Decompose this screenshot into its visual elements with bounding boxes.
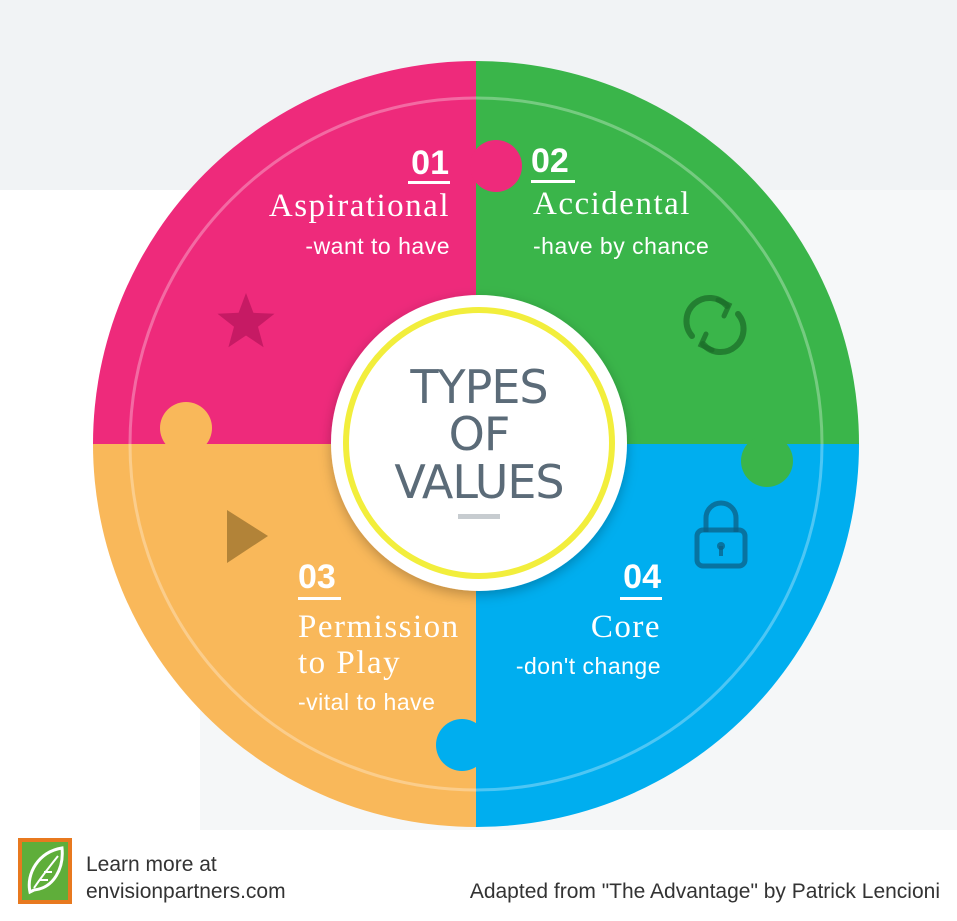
- star-icon: [217, 293, 275, 348]
- center-title-line1: TYPES: [409, 360, 547, 414]
- lock-icon: [694, 500, 748, 569]
- center-badge: TYPES OF VALUES: [331, 295, 627, 591]
- quadrant-number-02: 02: [531, 142, 569, 180]
- number-underline: [620, 597, 662, 600]
- number-underline: [298, 597, 341, 600]
- quadrant-title-permission-line1: Permission: [298, 609, 460, 645]
- puzzle-knob: [741, 435, 793, 487]
- play-icon: [227, 510, 268, 563]
- quadrant-title-aspirational: Aspirational: [269, 188, 450, 224]
- learn-more-label: Learn more at: [86, 853, 217, 876]
- quadrant-number-01: 01: [411, 144, 449, 182]
- quadrant-subtitle-aspirational: -want to have: [305, 233, 450, 259]
- center-underline: [458, 514, 500, 519]
- quadrant-title-permission-line2: to Play: [298, 645, 401, 681]
- inner-ring: [128, 96, 824, 792]
- refresh-icon: [683, 294, 747, 356]
- quadrant-number-04: 04: [623, 558, 661, 596]
- quadrant-subtitle-accidental: -have by chance: [533, 233, 709, 259]
- website-link[interactable]: envisionpartners.com: [86, 880, 286, 903]
- center-title-line2: OF: [449, 407, 510, 461]
- quadrant-number-03: 03: [298, 558, 336, 596]
- quadrant-subtitle-core: -don't change: [516, 653, 661, 679]
- puzzle-knob: [470, 140, 522, 192]
- center-title-line3: VALUES: [394, 455, 563, 509]
- envision-partners-logo: [18, 838, 72, 904]
- puzzle-knob: [160, 402, 212, 454]
- attribution-credit: Adapted from "The Advantage" by Patrick …: [469, 880, 940, 903]
- quadrant-title-core: Core: [591, 609, 661, 645]
- quadrant-title-accidental: Accidental: [533, 186, 691, 222]
- number-underline: [531, 180, 575, 183]
- number-underline: [408, 181, 450, 184]
- quadrant-subtitle-permission: -vital to have: [298, 689, 435, 715]
- puzzle-knob: [436, 719, 488, 771]
